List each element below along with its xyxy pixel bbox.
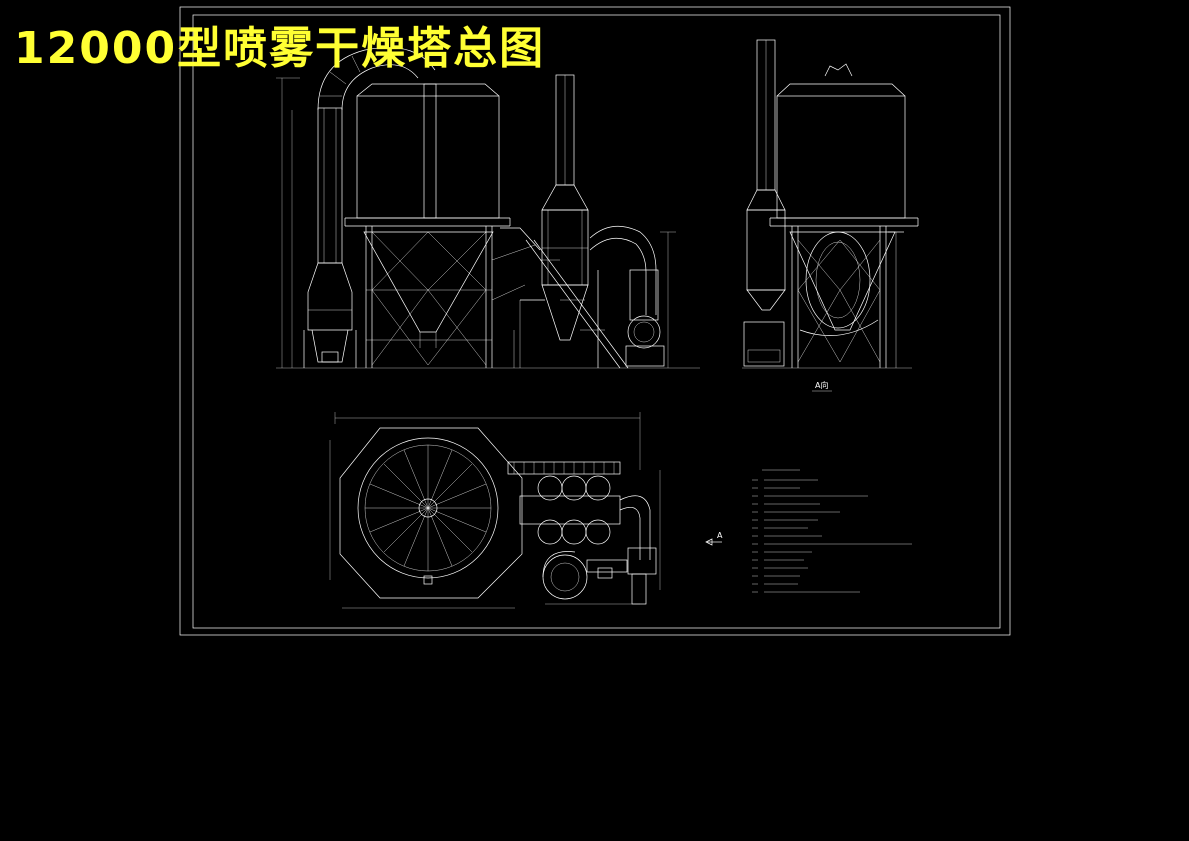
drawing-title: 12000型喷雾干燥塔总图 xyxy=(14,23,546,74)
inner-frame xyxy=(192,14,1001,629)
side-elevation: A向 xyxy=(742,39,919,392)
svg-text:A: A xyxy=(717,531,723,540)
technical-notes xyxy=(752,469,912,593)
front-elevation xyxy=(276,47,700,369)
view-label: A向 xyxy=(815,380,828,390)
outer-frame xyxy=(179,6,1011,636)
view-arrow: A xyxy=(705,531,723,546)
plan-view xyxy=(329,412,661,609)
